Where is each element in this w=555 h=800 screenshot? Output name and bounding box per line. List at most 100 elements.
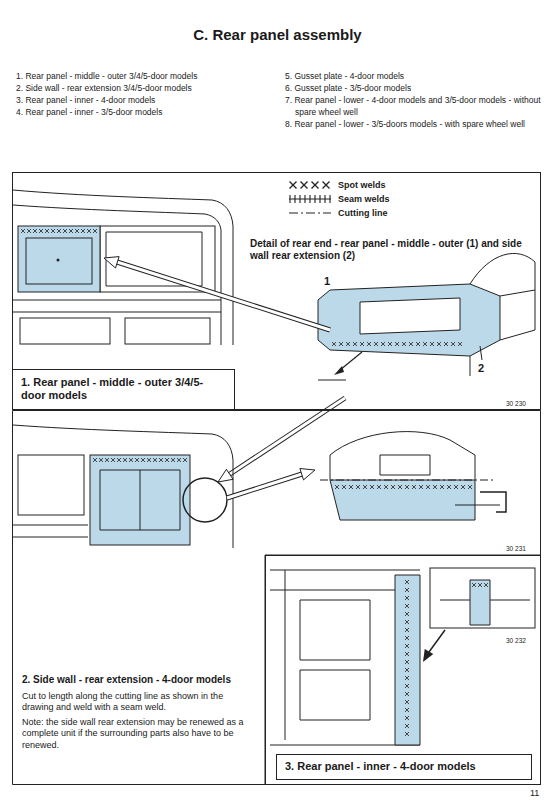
body-outline: [125, 318, 210, 344]
spot-weld-marks: [484, 583, 488, 587]
legend-text: Seam welds: [338, 194, 390, 204]
spot-weld-marks: [367, 342, 371, 346]
side-wall-detail: [320, 432, 506, 520]
detail-rear-end: [318, 253, 535, 376]
spot-weld-marks: [57, 229, 61, 233]
spot-weld-marks: [405, 612, 409, 616]
spot-weld-marks: [171, 458, 175, 462]
spot-weld-marks: [177, 458, 181, 462]
spot-weld-marks: [39, 229, 43, 233]
spot-weld-marks: [405, 636, 409, 640]
detail-heading: Detail of rear end - rear panel - middle…: [250, 238, 535, 262]
spot-weld-marks: [423, 342, 427, 346]
spot-weld-marks: [437, 342, 441, 346]
spot-weld-marks: [370, 485, 374, 489]
spot-weld-marks: [461, 485, 465, 489]
spot-weld-marks: [346, 342, 350, 346]
panel-heading: 3. Rear panel - inner - 4-door models: [285, 760, 523, 774]
spot-weld-marks: [447, 485, 451, 489]
detail-rear-end: [480, 346, 482, 360]
body-outline: [13, 190, 233, 345]
side-wall-detail: [480, 492, 506, 512]
pointer-arrow: [117, 262, 330, 330]
parts-list-item: 5. Gusset plate - 4-door models: [285, 70, 550, 82]
body-outline: [106, 232, 202, 286]
side-wall-highlight: [100, 470, 180, 530]
spot-weld-marks: [405, 620, 409, 624]
body-outline: [13, 205, 221, 345]
panel-note: Note: the side wall rear extension may b…: [22, 717, 256, 751]
spot-weld-marks: [377, 485, 381, 489]
spot-weld-marks: [159, 458, 163, 462]
spot-weld-marks: [451, 342, 455, 346]
parts-list-item: 6. Gusset plate - 3/5-door models: [285, 82, 550, 94]
legend-text: Cutting line: [338, 208, 388, 218]
spot-weld-marks: [81, 229, 85, 233]
panel-caption: 1. Rear panel - middle - outer 3/4/5-doo…: [13, 369, 235, 410]
spot-weld-marks: [426, 485, 430, 489]
inner-panel-drawing: [270, 570, 420, 745]
panel-caption: 2. Side wall - rear extension - 4-door m…: [20, 672, 258, 753]
spot-weld-marks: [374, 342, 378, 346]
body-outline: [13, 425, 233, 548]
spot-weld-marks: [405, 732, 409, 736]
parts-list-item: 2. Side wall - rear extension 3/4/5-door…: [16, 82, 281, 94]
legend-sample: [301, 182, 308, 189]
spot-weld-marks: [405, 628, 409, 632]
spot-weld-marks: [405, 660, 409, 664]
spot-weld-marks: [27, 229, 31, 233]
spot-weld-marks: [349, 485, 353, 489]
side-wall-detail: [330, 480, 475, 520]
legend-sample: [288, 194, 332, 204]
spot-weld-marks: [402, 342, 406, 346]
spot-weld-marks: [21, 229, 488, 736]
long-pointer: [218, 469, 233, 482]
spot-weld-marks: [405, 588, 409, 592]
detail-rear-end: [360, 298, 460, 334]
legend-text: Spot welds: [338, 180, 386, 190]
legend-sample: [290, 182, 297, 189]
spot-weld-marks: [444, 342, 448, 346]
body-outline: [13, 190, 233, 345]
parts-list-item: 1. Rear panel - middle - outer 3/4/5-doo…: [16, 70, 281, 82]
parts-list-item: 8. Rear panel - lower - 3/5-doors models…: [285, 118, 550, 130]
body-outline: [13, 425, 233, 548]
spot-weld-marks: [454, 485, 458, 489]
spot-weld-marks: [356, 485, 360, 489]
body-outline: [13, 300, 221, 312]
side-wall-detail: [320, 480, 495, 481]
spot-weld-marks: [391, 485, 395, 489]
spot-weld-marks: [405, 700, 409, 704]
spot-weld-marks: [405, 716, 409, 720]
legend-row: Cutting line: [288, 206, 390, 220]
spot-weld-marks: [395, 342, 399, 346]
spot-weld-marks: [123, 458, 127, 462]
body-outline: [18, 455, 84, 515]
panel-heading: 1. Rear panel - middle - outer 3/4/5-doo…: [21, 376, 226, 404]
spot-weld-marks: [93, 458, 97, 462]
spot-weld-marks: [147, 458, 151, 462]
pointer-arrow: [117, 262, 330, 330]
spot-weld-marks: [332, 342, 336, 346]
legend-row: Spot welds: [288, 178, 390, 192]
side-wall-detail: [455, 505, 500, 506]
spot-weld-marks: [419, 485, 423, 489]
detail-rear-end: [470, 290, 535, 376]
pointer-arrow: [334, 366, 344, 375]
spot-weld-marks: [405, 684, 409, 688]
spot-weld-marks: [363, 485, 367, 489]
inner-panel-drawing: [300, 600, 370, 720]
body-outline: [20, 318, 110, 344]
figure-number: 30 230: [505, 398, 527, 410]
panel-heading: 2. Side wall - rear extension - 4-door m…: [22, 674, 256, 687]
inner-panel-drawing: [270, 568, 535, 745]
spot-weld-marks: [342, 485, 346, 489]
spot-weld-marks: [63, 229, 67, 233]
pointer-arrow: [227, 474, 302, 498]
figure-number: 30 232: [505, 635, 527, 647]
legend-sample: [312, 182, 319, 189]
spot-weld-marks: [440, 485, 444, 489]
spot-weld-marks: [75, 229, 79, 233]
spot-weld-marks: [398, 485, 402, 489]
